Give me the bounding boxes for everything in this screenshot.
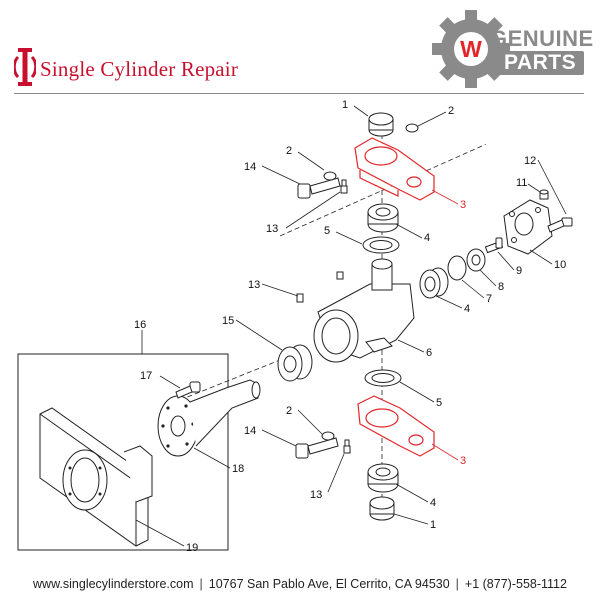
- callout-13-top: 13: [266, 223, 278, 235]
- part-2-top-washer[interactable]: [405, 123, 419, 133]
- callout-14-top: 14: [244, 161, 256, 173]
- part-4-top-bearing[interactable]: [367, 203, 399, 233]
- single-cylinder-logo-icon: [14, 48, 36, 86]
- callout-2-top: 2: [448, 105, 454, 117]
- callout-13-mid: 13: [248, 279, 260, 291]
- callout-11: 11: [516, 177, 527, 189]
- callout-2-left: 2: [286, 145, 292, 157]
- part-10-flange[interactable]: [503, 199, 553, 255]
- callout-10: 10: [554, 259, 566, 271]
- callout-17: 17: [140, 370, 152, 382]
- part-17-bolt[interactable]: [175, 381, 201, 399]
- callout-labels: 1 2 2 14 3 13 5 4 12 11 10 9 8 7 13 4 15…: [134, 99, 566, 554]
- part-6-axle-housing[interactable]: [313, 258, 415, 363]
- callout-6: 6: [426, 347, 432, 359]
- callout-4-top: 4: [424, 232, 430, 244]
- part-5-bottom-seal[interactable]: [364, 369, 402, 387]
- callout-2-bottom: 2: [286, 405, 292, 417]
- part-12-bolt[interactable]: [547, 217, 573, 233]
- badge-word-genuine: GENUINE: [490, 26, 594, 51]
- footer-phone-link[interactable]: +1 (877)-558-1112: [464, 577, 567, 591]
- callout-1-top: 1: [342, 99, 348, 111]
- leader-lines: [135, 105, 567, 547]
- callout-14-bottom: 14: [244, 425, 256, 437]
- part-1-bottom-cap[interactable]: [369, 496, 395, 521]
- callout-7: 7: [486, 293, 492, 305]
- part-8-nut[interactable]: [466, 248, 486, 272]
- part-11-pin[interactable]: [539, 189, 549, 200]
- callout-1-bottom: 1: [430, 519, 436, 531]
- gear-icon: W: [432, 10, 510, 88]
- callout-12: 12: [524, 155, 536, 167]
- footer-address: 10767 San Pablo Ave, El Cerrito, CA 9453…: [208, 577, 450, 591]
- callout-5-bottom: 5: [436, 397, 442, 409]
- part-15-bearing[interactable]: [277, 344, 313, 382]
- header-divider: [14, 93, 584, 94]
- horizontal-assembly-axis: [279, 144, 486, 237]
- exploded-parts-diagram: 1 2 2 14 3 13 5 4 12 11 10 9 8 7 13 4 15…: [17, 99, 573, 554]
- part-3-bottom-knuckle-arm[interactable]: [357, 395, 435, 457]
- part-13-bottom-grease-fitting[interactable]: [343, 439, 351, 454]
- footer-website-link[interactable]: www.singlecylinderstore.com: [33, 577, 194, 591]
- part-19-plate[interactable]: [39, 407, 153, 547]
- part-14-bottom-bolt[interactable]: [295, 437, 339, 459]
- part-4-mid-bearing[interactable]: [419, 267, 449, 299]
- callout-3-bottom: 3: [460, 455, 466, 467]
- callout-5-top: 5: [324, 225, 330, 237]
- badge-word-parts: PARTS: [496, 51, 585, 75]
- part-4-bottom-bearing[interactable]: [367, 463, 399, 493]
- callout-9: 9: [516, 265, 522, 277]
- part-14-top-bolt[interactable]: [297, 177, 341, 199]
- brand-header[interactable]: Single Cylinder Repair: [14, 48, 238, 86]
- part-9-bolt[interactable]: [484, 237, 504, 254]
- badge-letter: W: [460, 36, 482, 62]
- inset-box-16: [17, 353, 229, 551]
- part-7-o-ring[interactable]: [447, 255, 467, 281]
- part-5-top-seal[interactable]: [362, 236, 400, 254]
- part-3-top-knuckle-arm[interactable]: [354, 137, 435, 201]
- part-2-left-washer[interactable]: [323, 171, 337, 181]
- callout-3-top: 3: [460, 199, 466, 211]
- brand-name: Single Cylinder Repair: [40, 56, 239, 81]
- footer-separator: |: [455, 577, 459, 591]
- part-18-hub-spindle[interactable]: [157, 379, 261, 457]
- callout-13-bottom: 13: [310, 489, 322, 501]
- footer-separator: |: [199, 577, 203, 591]
- callout-4-bottom: 4: [430, 497, 436, 509]
- part-13-mid-grease-fitting[interactable]: [296, 271, 344, 303]
- genuine-parts-badge: W GENUINE PARTS: [428, 6, 594, 92]
- callout-16: 16: [134, 319, 146, 331]
- callout-18: 18: [232, 463, 244, 475]
- part-13-top-grease-fitting[interactable]: [340, 179, 348, 194]
- callout-8: 8: [498, 281, 504, 293]
- footer-contact-bar: www.singlecylinderstore.com | 10767 San …: [0, 572, 600, 596]
- callout-15: 15: [222, 315, 234, 327]
- callout-4-mid: 4: [464, 303, 470, 315]
- callout-19: 19: [186, 542, 198, 554]
- part-1-top-cap[interactable]: [368, 112, 394, 137]
